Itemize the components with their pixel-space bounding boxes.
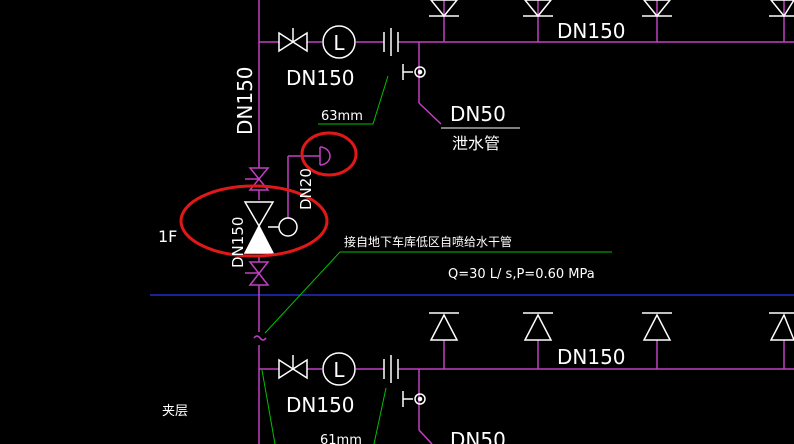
dn150-main-bottom-label: DN150 [557,345,626,369]
dn150-valve-label: DN150 [229,217,247,268]
svg-text:L: L [333,358,345,382]
test-valve-icon [319,146,331,166]
drain-pipe-label: 泄水管 [452,134,500,153]
sprinkler-head-icon [429,0,459,18]
gate-valve-icon [278,355,308,380]
dn150-main-top-label: DN150 [557,19,626,43]
highlight-alarm-valve [179,184,329,258]
main-riser [253,0,267,341]
drain-branch [418,42,442,125]
drain-valve-icon [402,391,426,407]
sprinkler-head-icon [523,0,553,18]
mezzanine-label: 夹层 [162,404,188,419]
dn150-bottom-branch-label: DN150 [286,393,355,417]
dn50-top-label: DN50 [450,102,506,126]
sprinkler-head-icon [642,312,672,341]
dn150-top-branch-label: DN150 [286,66,355,90]
sprinkler-head-icon [429,312,459,341]
flow-switch-icon: L [322,25,356,59]
lower-valve-icon [245,261,270,286]
gate-valve-icon [278,28,308,53]
dim-61-leader [261,369,276,444]
drain-valve-icon [402,64,426,80]
source-note-leader [264,251,612,334]
dim-63-label: 63mm [321,109,363,124]
alarm-valve-icon [243,201,275,254]
dim-63-leader [318,75,389,125]
pressure-gauge-icon [278,217,298,237]
flow-switch-icon: L [322,352,356,386]
floor-1f-label: 1F [158,227,177,246]
dn20-branch [287,155,320,218]
source-note-label: 接自地下车库低区自喷给水干管 [344,234,512,249]
upper-valve-icon [245,167,270,191]
sprinkler-head-icon [523,312,553,341]
dn20-label: DN20 [297,168,315,210]
pipe-union-icon [383,28,399,56]
flow-note-label: Q=30 L/ s,P=0.60 MPa [448,267,595,282]
svg-text:L: L [333,31,345,55]
highlight-test-valve [300,131,358,177]
dim-61-leader-right [373,387,387,444]
dim-61-label: 61mm [320,433,362,444]
main-header-bottom [258,340,794,444]
sprinkler-head-icon [642,0,672,18]
sprinkler-head-icon [769,312,794,341]
main-header-top [443,0,785,42]
dn50-bottom-label: DN50 [450,428,506,444]
pipe-union-icon [383,355,399,383]
dn150-riser-label: DN150 [233,66,257,135]
sprinkler-head-icon [769,0,794,18]
